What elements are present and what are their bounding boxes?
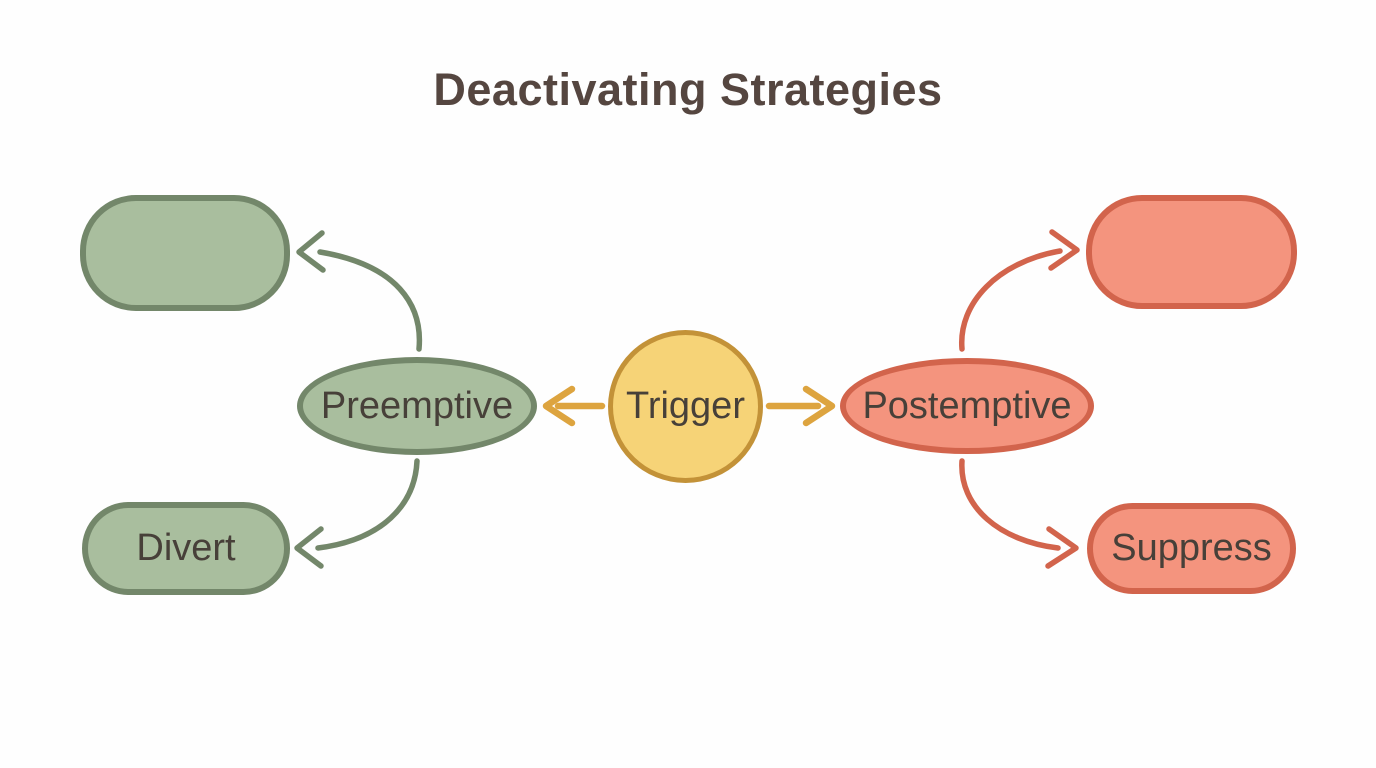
arrow-preemptive-to-divert [315,458,420,551]
node-suppress: Suppress [1087,503,1296,594]
node-label: Postemptive [862,384,1072,427]
node-preemptive: Preemptive [297,357,537,455]
arrow-postemptive-to-suppress [959,458,1061,551]
arrowhead-preemptive-upper-left [296,230,326,273]
arrowhead-preemptive-divert [294,526,324,569]
node-divert: Divert [82,502,290,595]
node-label: Suppress [1111,527,1272,569]
node-preemptive-outcome-blank [80,195,290,311]
diagram-title: Deactivating Strategies [433,64,943,115]
node-trigger: Trigger [608,330,763,483]
arrow-postemptive-to-upper-right [959,248,1063,352]
node-label: Preemptive [320,384,514,427]
arrow-preemptive-to-upper-left [317,249,423,352]
node-postemptive-outcome-blank [1086,195,1297,309]
node-postemptive: Postemptive [840,358,1094,454]
node-label: Divert [136,527,236,569]
node-label: Trigger [626,385,745,427]
arrowhead-trigger-preemptive [542,385,576,427]
arrowhead-trigger-postemptive [802,385,836,427]
arrowhead-postemptive-upper-right [1048,229,1080,271]
arrowhead-postemptive-suppress [1045,526,1079,569]
